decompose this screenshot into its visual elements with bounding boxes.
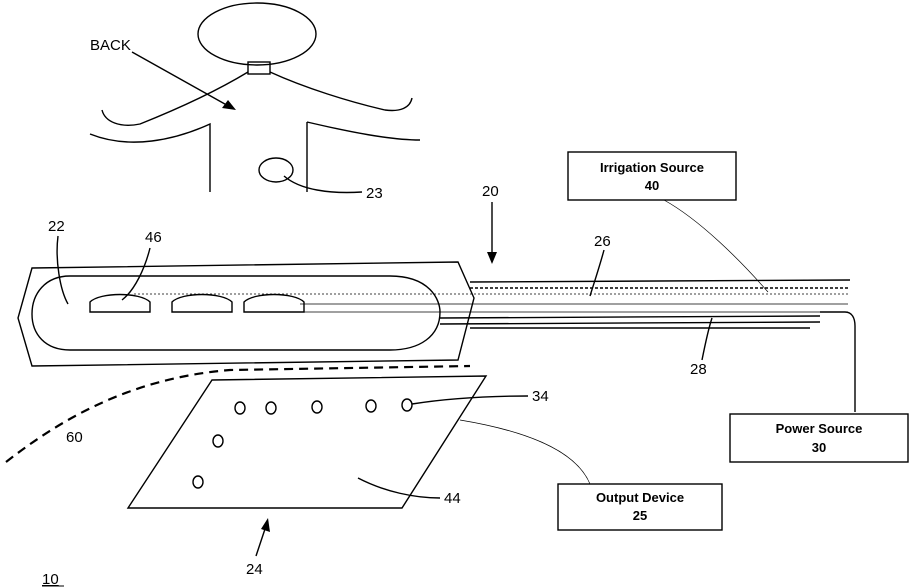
element-leader-line <box>122 248 150 300</box>
probe-assembly: 46 22 26 28 20 <box>18 183 855 412</box>
tube-28-lower <box>440 322 820 324</box>
path-ref-label: 60 <box>66 429 83 446</box>
display-dot <box>266 402 276 414</box>
probe-element-2 <box>172 295 232 313</box>
right-shoulder-outline <box>270 72 412 111</box>
display-dot <box>213 435 223 447</box>
display-ref-arrow-head <box>261 518 270 532</box>
irrigation-box-number: 40 <box>645 178 659 193</box>
power-box-number: 30 <box>812 440 826 455</box>
probe-ref-label: 20 <box>482 183 499 200</box>
neck-outline <box>248 62 270 74</box>
surface-ref-label: 44 <box>444 490 461 507</box>
left-shoulder-outline <box>102 72 248 125</box>
back-arrow-head <box>222 100 236 110</box>
tube-28-leader-line <box>702 318 712 360</box>
power-cable <box>820 312 855 412</box>
head-ref-label: 22 <box>48 218 65 235</box>
right-back-line <box>307 122 420 192</box>
display-ref-label: 24 <box>246 561 263 578</box>
power-box-title: Power Source <box>776 421 863 436</box>
dot-ref-label: 34 <box>532 388 549 405</box>
patient-figure: 23 BACK <box>90 3 420 202</box>
tube-26-leader-line <box>590 250 604 296</box>
irrigation-box-title: Irrigation Source <box>600 160 704 175</box>
output-box-number: 25 <box>633 508 647 523</box>
tube-28-ref-label: 28 <box>690 361 707 378</box>
display-panel: 34 44 24 <box>128 376 549 578</box>
figure-number-label: 10 <box>42 571 59 588</box>
power-source-box: Power Source 30 <box>730 414 908 462</box>
irrigation-leader-line <box>664 200 768 292</box>
left-back-line <box>90 124 210 192</box>
output-device-box: Output Device 25 <box>460 420 722 530</box>
head-outline <box>198 3 316 65</box>
display-dot <box>366 400 376 412</box>
tube-26-ref-label: 26 <box>594 233 611 250</box>
tube-28-upper <box>440 316 820 318</box>
display-ref-arrow <box>256 526 266 556</box>
site-leader-line <box>284 176 362 192</box>
display-outline <box>128 376 486 508</box>
output-leader-line <box>460 420 590 484</box>
head-leader-line <box>57 236 68 304</box>
probe-inner-outline <box>32 276 440 350</box>
display-dot <box>312 401 322 413</box>
display-dot <box>193 476 203 488</box>
display-dot <box>235 402 245 414</box>
probe-element-1 <box>90 295 150 313</box>
tube-26-upper <box>470 280 850 282</box>
output-box-title: Output Device <box>596 490 684 505</box>
display-dot <box>402 399 412 411</box>
probe-ref-arrow-head <box>487 252 497 264</box>
site-ref-label: 23 <box>366 185 383 202</box>
surface-leader-line <box>358 478 440 498</box>
element-ref-label: 46 <box>145 229 162 246</box>
back-label: BACK <box>90 37 131 54</box>
back-arrow <box>132 52 232 108</box>
probe-element-3 <box>244 295 304 313</box>
